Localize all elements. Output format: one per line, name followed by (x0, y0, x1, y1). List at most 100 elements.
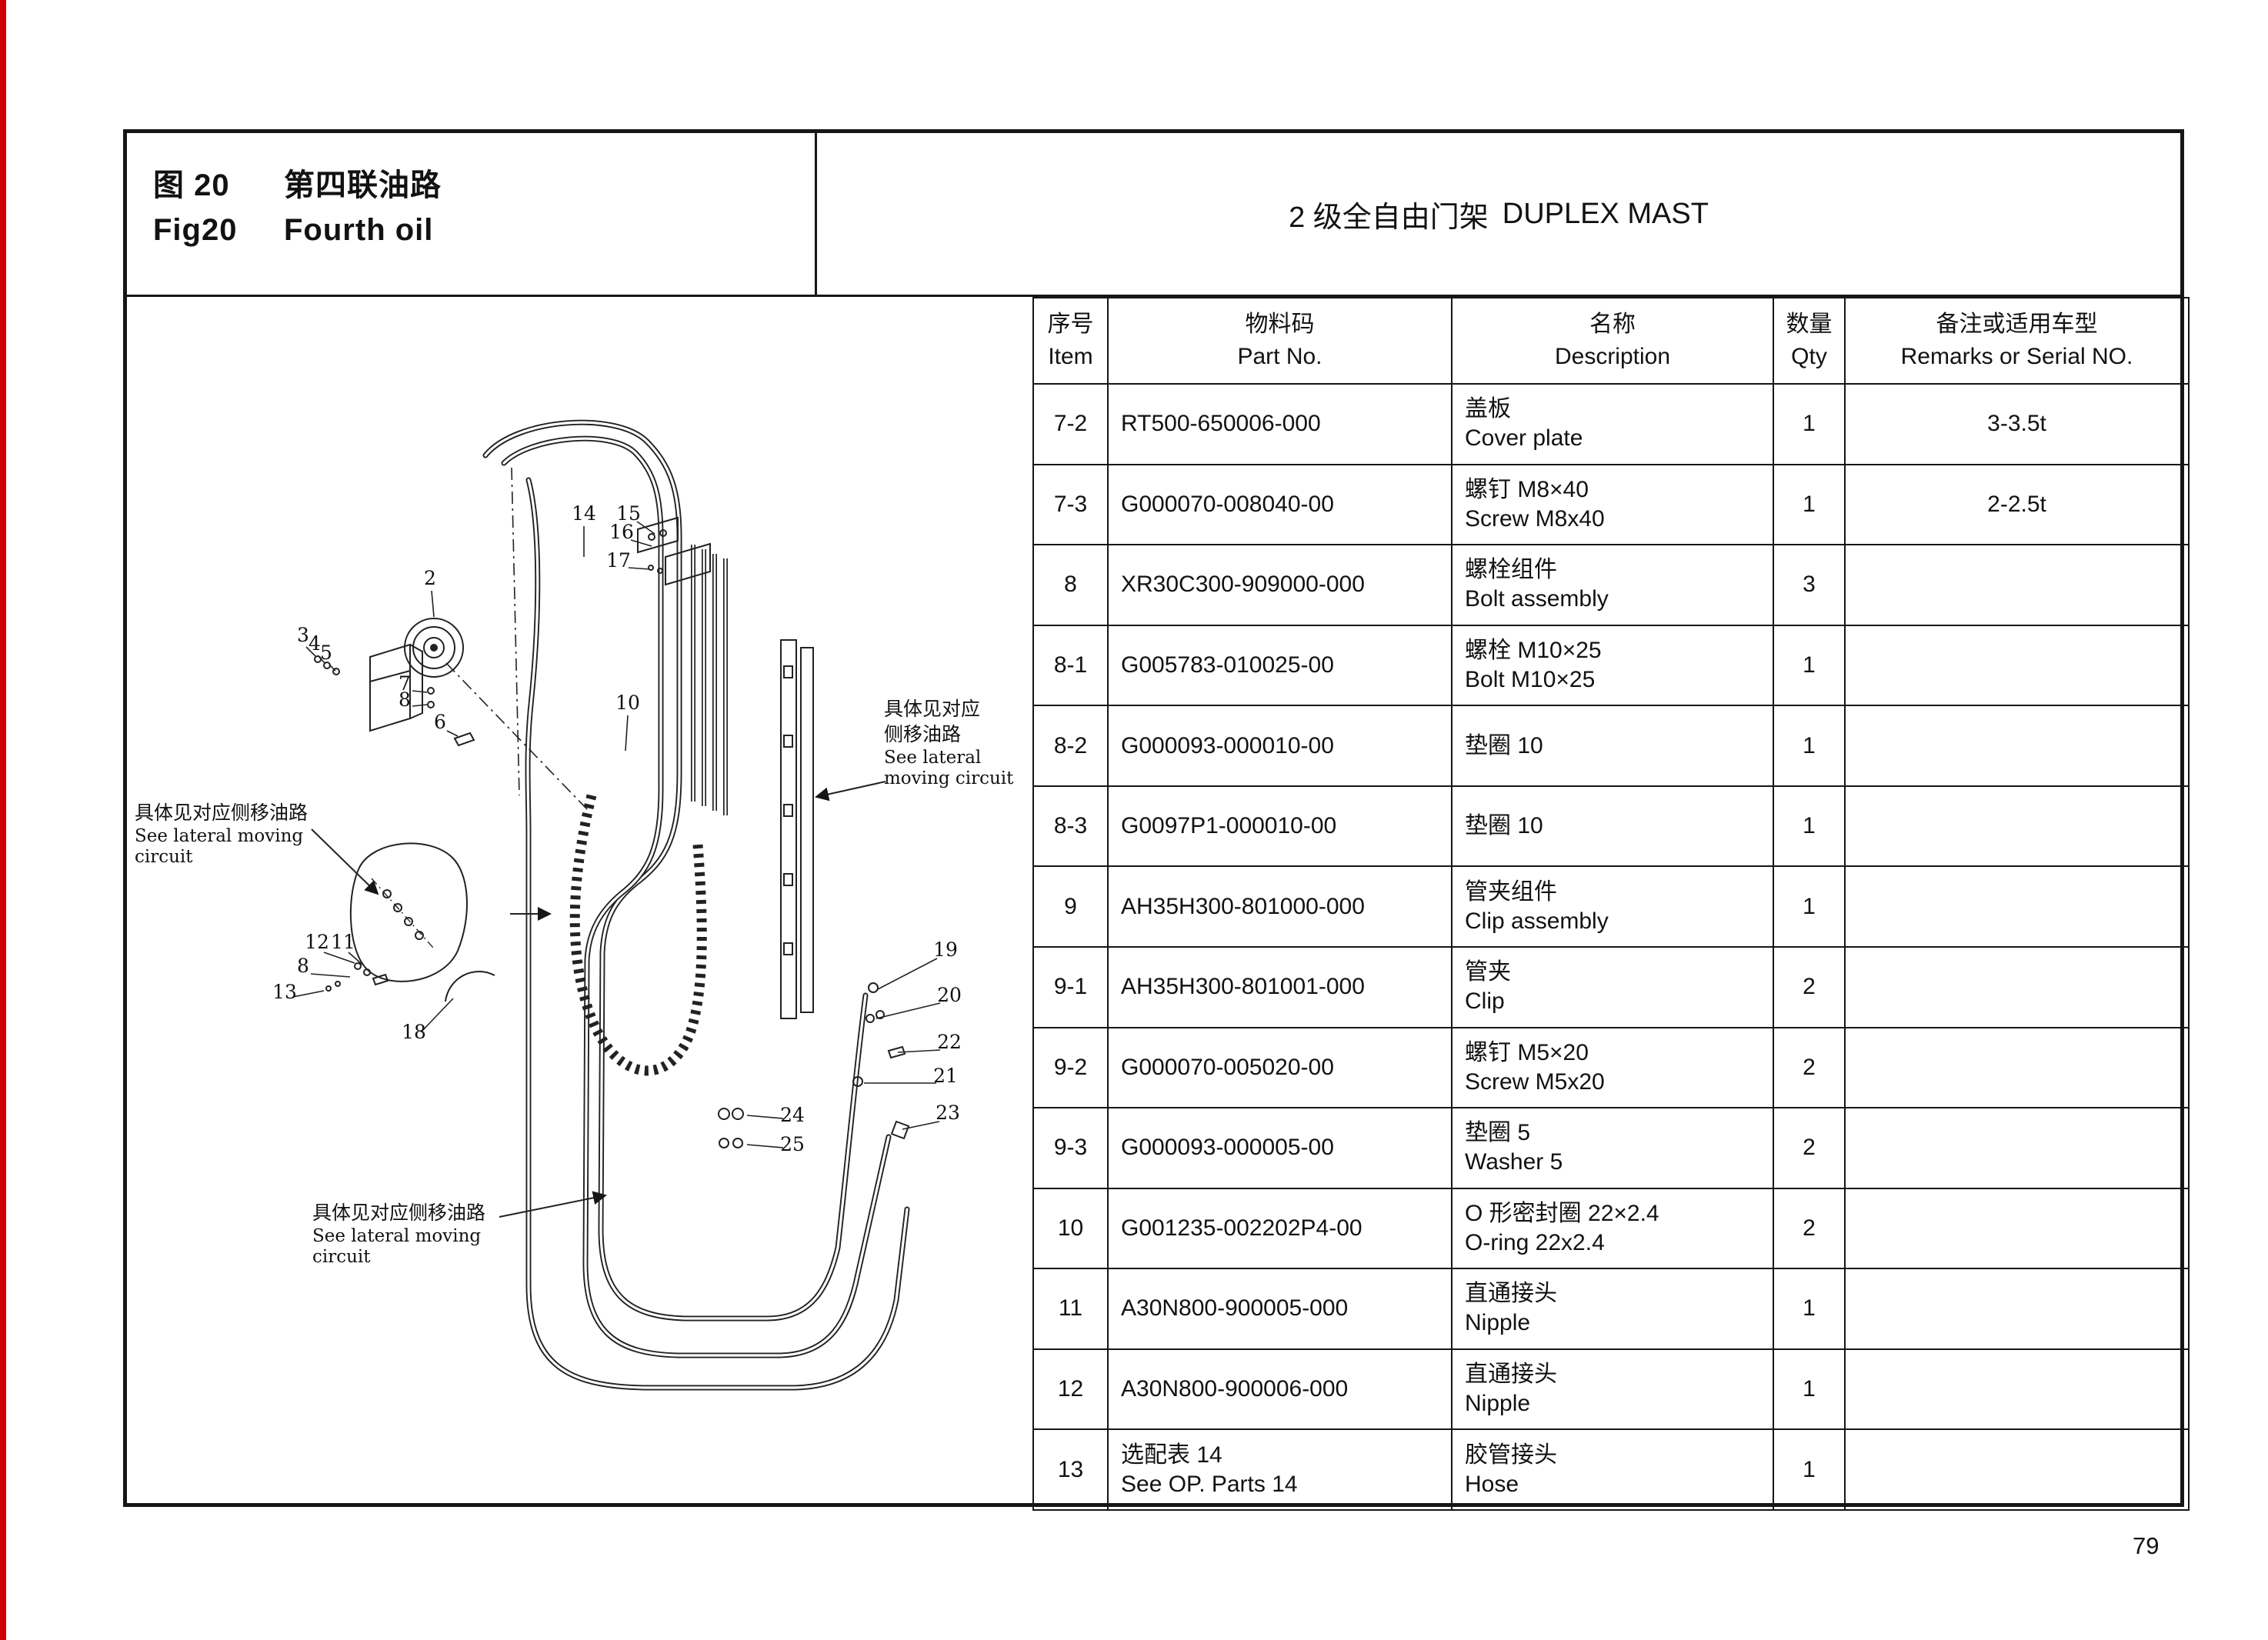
cell-item: 13 (1032, 1428, 1109, 1511)
cell-part-no: G0097P1-000010-00 (1107, 785, 1453, 868)
cell-item: 9-2 (1032, 1026, 1109, 1109)
cell-remarks (1844, 1348, 2190, 1431)
cell-qty: 1 (1773, 785, 1846, 868)
callout-12: 12 (305, 931, 329, 953)
figure-title-en: Fourth oil (284, 213, 434, 247)
cell-part-no: RT500-650006-000 (1107, 383, 1453, 465)
callout-18: 18 (402, 1021, 426, 1043)
col-header-remarks: 备注或适用车型 Remarks or Serial NO. (1844, 297, 2190, 385)
cell-item: 7-2 (1032, 383, 1109, 465)
cell-part-no: G001235-002202P4-00 (1107, 1187, 1453, 1270)
callout-3: 3 (297, 624, 309, 646)
cell-item: 8-3 (1032, 785, 1109, 868)
diagram-area: 14 15 16 17 2 3 4 5 7 8 6 10 12 11 8 13 (127, 297, 1032, 1511)
cell-item: 10 (1032, 1187, 1109, 1270)
page-number: 79 (2133, 1532, 2160, 1559)
note-line: 侧移油路 (884, 724, 962, 745)
cell-remarks (1844, 1026, 2190, 1109)
table-header-row: 序号 Item 物料码 Part No. 名称 Description 数量 Q… (1032, 297, 2190, 385)
col-header-part-no: 物料码 Part No. (1107, 297, 1453, 385)
col-header-remarks-cn: 备注或适用车型 (1936, 312, 2098, 337)
col-header-item-cn: 序号 (1047, 312, 1094, 337)
cell-item: 7-3 (1032, 463, 1109, 546)
note-line: circuit (312, 1247, 371, 1267)
note-line: See lateral (884, 748, 982, 768)
cell-remarks (1844, 1187, 2190, 1270)
oil-circuit-diagram: 14 15 16 17 2 3 4 5 7 8 6 10 12 11 8 13 (272, 419, 962, 1391)
callout-15: 15 (616, 502, 641, 525)
callout-25: 25 (780, 1133, 805, 1155)
cell-item: 11 (1032, 1268, 1109, 1350)
callout-13: 13 (272, 981, 297, 1003)
cell-part-no: A30N800-900006-000 (1107, 1348, 1453, 1431)
note-line: circuit (135, 847, 193, 867)
cell-remarks (1844, 1428, 2190, 1511)
cell-description: 垫圈 10 (1451, 785, 1774, 868)
figure-label-en: Fig20 (153, 213, 238, 247)
cell-qty: 1 (1773, 1428, 1846, 1511)
note-lateral-right: 具体见对应 侧移油路 See lateral moving circuit (884, 697, 1013, 789)
col-header-item: 序号 Item (1032, 297, 1109, 385)
callout-16: 16 (609, 521, 634, 543)
note-line: 具体见对应 (884, 698, 981, 720)
hose-tubes (482, 419, 910, 1391)
cell-item: 8-2 (1032, 705, 1109, 787)
cell-remarks (1844, 624, 2190, 707)
note-line: 具体见对应侧移油路 (312, 1202, 486, 1224)
cell-part-no: XR30C300-909000-000 (1107, 544, 1453, 626)
callout-21: 21 (933, 1065, 958, 1087)
cell-qty: 3 (1773, 544, 1846, 626)
cell-part-no: G000093-000005-00 (1107, 1107, 1453, 1189)
cell-item: 9 (1032, 865, 1109, 948)
note-line: moving circuit (884, 768, 1014, 788)
mast-title: 2 级全自由门架 DUPLEX MAST (817, 133, 2180, 295)
cell-qty: 1 (1773, 1268, 1846, 1350)
cell-remarks (1844, 1268, 2190, 1350)
mast-title-cn: 2 级全自由门架 (1289, 201, 1489, 234)
callout-14: 14 (572, 502, 596, 525)
cell-qty: 1 (1773, 624, 1846, 707)
centerlines (445, 467, 589, 812)
cell-part-no: AH35H300-801001-000 (1107, 945, 1453, 1028)
callout-23: 23 (936, 1102, 960, 1124)
cell-qty: 1 (1773, 383, 1846, 465)
figure-label-cn: 图 20 (153, 168, 230, 202)
header-divider (815, 133, 817, 295)
callout-7: 7 (399, 672, 411, 695)
cell-part-no: G000070-008040-00 (1107, 463, 1453, 546)
callout-10: 10 (615, 692, 640, 714)
cell-remarks (1844, 705, 2190, 787)
header-rule (127, 295, 2180, 297)
cell-description: 垫圈 10 (1451, 705, 1774, 787)
cell-item: 8 (1032, 544, 1109, 626)
cell-item: 9-3 (1032, 1107, 1109, 1189)
clamp-plate (349, 842, 468, 982)
pulley (404, 618, 464, 678)
cell-remarks (1844, 945, 2190, 1028)
callout-17: 17 (606, 549, 631, 572)
note-lateral-bottom: 具体见对应侧移油路 See lateral moving circuit (312, 1201, 485, 1268)
figure-title-cn: 第四联油路 (284, 168, 442, 202)
col-header-desc-en: Description (1554, 344, 1671, 369)
col-header-qty: 数量 Qty (1773, 297, 1846, 385)
cell-qty: 2 (1773, 945, 1846, 1028)
cell-remarks: 2-2.5t (1844, 463, 2190, 546)
